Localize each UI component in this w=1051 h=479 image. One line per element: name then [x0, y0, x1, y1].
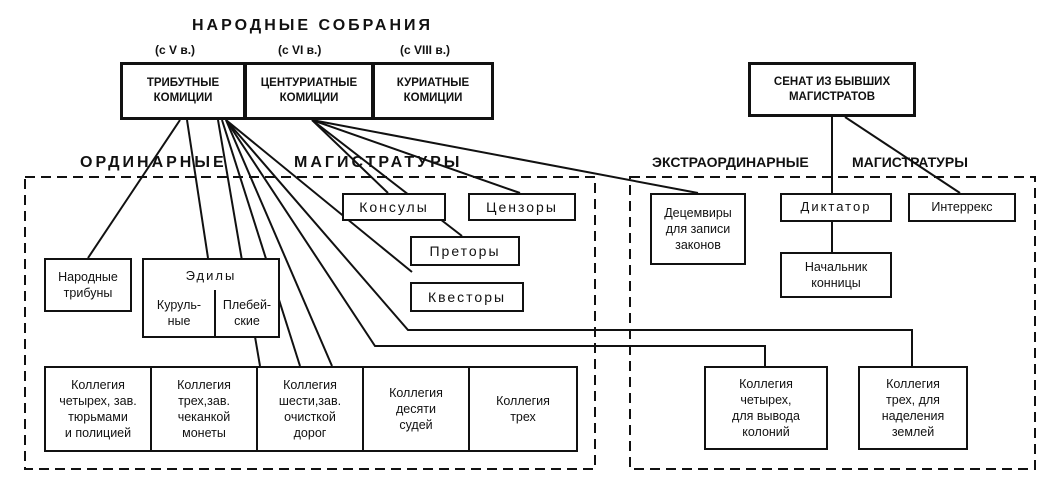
page-title: НАРОДНЫЕ СОБРАНИЯ — [192, 17, 434, 34]
interrex-box: Интеррекс — [908, 193, 1016, 222]
praetors-box: Преторы — [410, 236, 520, 266]
plebeian-aediles-label: Плебей- ские — [222, 297, 272, 328]
extraordinary-group-frame — [629, 176, 1036, 470]
ordinary-heading-word1: ОРДИНАРНЫЕ — [80, 154, 227, 171]
line-college-colonies — [225, 119, 766, 366]
curiate-comitia-box: КУРИАТНЫЕ КОМИЦИИ — [372, 62, 494, 120]
senate-box: СЕНАТ ИЗ БЫВШИХ МАГИСТРАТОВ — [748, 62, 916, 117]
century-label-curiate: (с VIII в.) — [400, 43, 451, 57]
college-three-box: Коллегия трех — [468, 366, 578, 452]
consuls-box: Консулы — [342, 193, 446, 221]
dictator-box: Диктатор — [780, 193, 892, 222]
ordinary-group-frame — [24, 176, 596, 470]
line-aediles — [186, 119, 209, 259]
tributary-comitia-box: ТРИБУТНЫЕ КОМИЦИИ — [120, 62, 246, 120]
extraordinary-heading-word2: МАГИСТРАТУРЫ — [852, 154, 968, 170]
century-label-tributary: (с V в.) — [155, 43, 196, 57]
line-consuls — [311, 119, 389, 194]
decemvirs-box: Децемвиры для записи законов — [650, 193, 746, 265]
line-college-three-mint — [221, 119, 301, 367]
centuriate-comitia-box: ЦЕНТУРИАТНЫЕ КОМИЦИИ — [244, 62, 374, 120]
censors-box: Цензоры — [468, 193, 576, 221]
line-quaestors — [225, 119, 413, 273]
line-college-land — [225, 119, 913, 366]
college-three-mint-box: Коллегия трех,зав. чеканкой монеты — [150, 366, 258, 452]
tribunes-box: Народные трибуны — [44, 258, 132, 312]
century-label-centuriate: (с VI в.) — [278, 43, 322, 57]
college-colonies-box: Коллегия четырех, для вывода колоний — [704, 366, 828, 450]
curule-aediles-label: Куруль- ные — [156, 297, 202, 328]
line-tribunes — [87, 119, 181, 259]
line-decemvirs — [311, 119, 699, 194]
college-land-box: Коллегия трех, для наделения землей — [858, 366, 968, 450]
aediles-divider — [214, 290, 216, 336]
master-of-horse-box: Начальник конницы — [780, 252, 892, 298]
ordinary-heading-word2: МАГИСТРАТУРЫ — [294, 154, 463, 171]
aediles-title: Эдилы — [185, 268, 237, 283]
line-censors — [311, 119, 521, 194]
quaestors-box: Квесторы — [410, 282, 524, 312]
line-senate-interrex — [844, 116, 961, 194]
aediles-box: Эдилы Куруль- ные Плебей- ские — [142, 258, 280, 338]
college-six-roads-box: Коллегия шести,зав. очисткой дорог — [256, 366, 364, 452]
line-college-six — [225, 119, 333, 367]
extraordinary-heading-word1: ЭКСТРАОРДИНАРНЫЕ — [652, 154, 809, 170]
college-four-prisons-box: Коллегия четырех, зав. тюрьмами и полици… — [44, 366, 152, 452]
college-ten-judges-box: Коллегия десяти судей — [362, 366, 470, 452]
